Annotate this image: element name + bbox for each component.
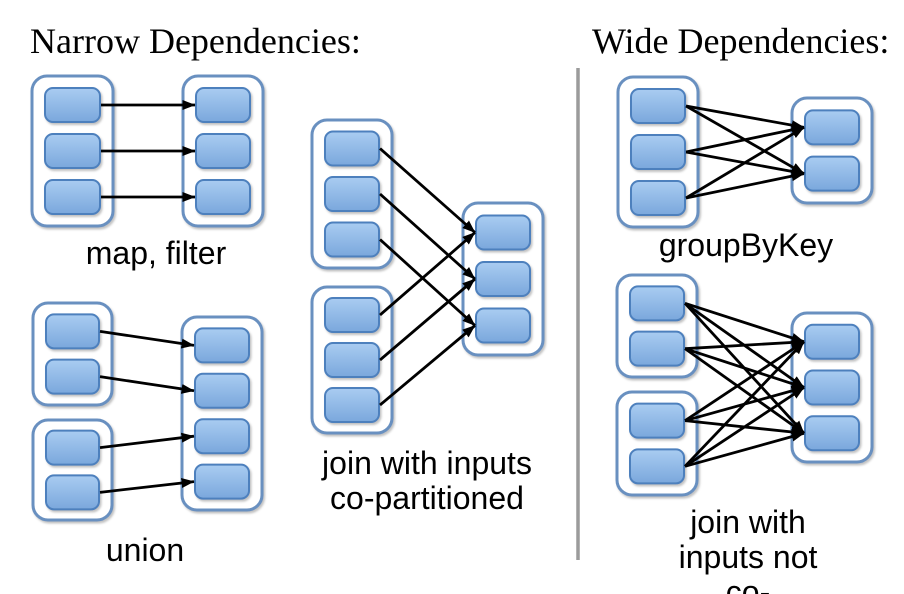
- diagram-map-filter: [30, 74, 265, 228]
- partition-box: [324, 130, 380, 167]
- diagram-groupByKey: [616, 75, 874, 229]
- dependency-arrow: [684, 302, 805, 344]
- partition-box: [324, 342, 380, 378]
- dependency-arrow: [99, 375, 195, 394]
- partition-box: [45, 429, 100, 466]
- dependency-arrow: [379, 231, 476, 317]
- dependency-arrow: [684, 431, 805, 468]
- dependency-arrow: [99, 478, 195, 494]
- partition-box: [629, 330, 685, 367]
- partition-box: [630, 180, 686, 216]
- dependency-arrow: [685, 104, 805, 131]
- partition-box: [804, 323, 860, 360]
- dependency-arrow: [684, 386, 805, 468]
- partition-box: [195, 179, 251, 215]
- label-map-filter: map, filter: [85, 235, 227, 271]
- partition-box: [324, 176, 380, 212]
- dependency-arrow: [684, 347, 805, 435]
- dependency-arrow: [684, 337, 805, 351]
- partition-box: [804, 415, 860, 452]
- partition-box: [195, 87, 251, 123]
- dependency-arrow: [683, 340, 806, 468]
- label-union: union: [105, 532, 185, 568]
- partition-box: [44, 87, 101, 123]
- partition-box: [195, 133, 251, 169]
- dependency-arrow: [379, 277, 476, 362]
- partition-box: [475, 214, 531, 251]
- partition-box: [324, 297, 380, 333]
- partition-box: [475, 261, 531, 297]
- partition-box: [804, 369, 860, 406]
- partition-box: [629, 402, 685, 439]
- partition-box: [45, 313, 100, 350]
- dependency-arrow: [684, 340, 805, 422]
- partition-box: [44, 133, 101, 169]
- partition-box: [629, 448, 685, 485]
- partition-container: [180, 315, 264, 512]
- partition-box: [45, 358, 100, 395]
- label-join-not-co-partitioned: join with inputs not co-partitioned: [678, 504, 818, 594]
- partition-box: [194, 463, 250, 500]
- diagram-union: [31, 301, 264, 522]
- partition-box: [804, 155, 860, 192]
- partition-box: [630, 134, 686, 170]
- wide-dependencies-title: Wide Dependencies:: [592, 21, 890, 61]
- dependency-arrow: [99, 432, 195, 450]
- partition-box: [194, 327, 250, 364]
- partition-box: [630, 88, 686, 124]
- label-groupByKey: groupByKey: [658, 227, 834, 263]
- partition-box: [324, 221, 380, 258]
- partition-box: [475, 307, 531, 344]
- dependency-arrow: [379, 192, 476, 281]
- partition-box: [324, 387, 380, 423]
- partition-box: [194, 372, 250, 409]
- dependency-arrow: [685, 171, 805, 200]
- dependency-arrow: [379, 238, 476, 327]
- narrow-dependencies-title: Narrow Dependencies:: [30, 21, 361, 61]
- dependency-arrow: [685, 124, 805, 154]
- partition-box: [804, 109, 860, 146]
- dependency-arrow: [379, 147, 476, 234]
- partition-box: [45, 474, 100, 511]
- partition-box: [44, 179, 101, 215]
- diagram-join-not-co-partitioned: [615, 273, 874, 497]
- dependency-arrow: [99, 329, 195, 349]
- label-join-co-partitioned: join with inputs co-partitioned: [322, 445, 532, 516]
- dependency-arrow: [685, 126, 805, 200]
- partition-box: [629, 285, 685, 322]
- diagram-join-co-partitioned: [310, 118, 545, 435]
- partition-box: [194, 418, 250, 455]
- dependency-arrow: [379, 324, 476, 407]
- dependency-arrow: [684, 347, 805, 389]
